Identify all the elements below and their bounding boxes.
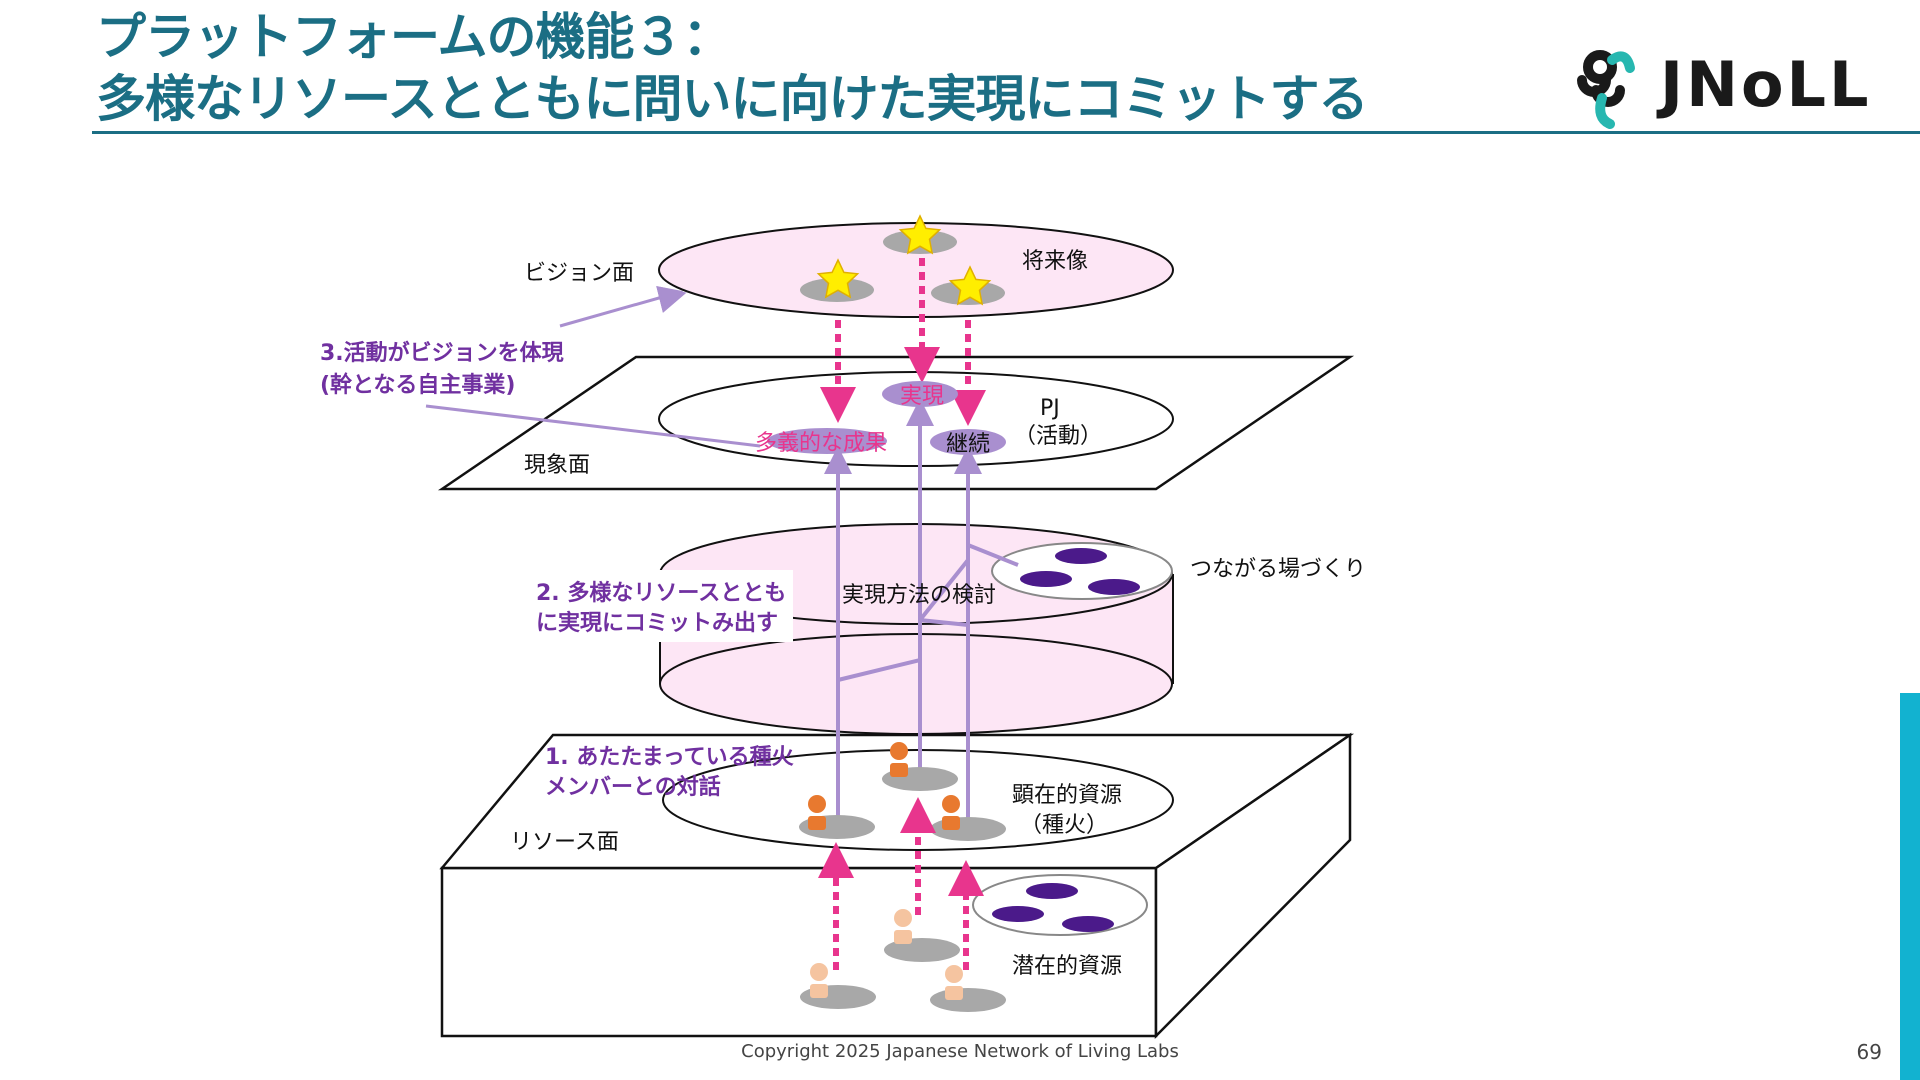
seed-fire-label: （種火） — [1020, 813, 1108, 838]
latent-resource-label: 潜在的資源 — [1012, 954, 1122, 979]
manifest-resource-label: 顕在的資源 — [1012, 783, 1122, 808]
future-image-label: 将来像 — [1022, 249, 1088, 274]
side-accent-bar — [1900, 693, 1920, 1080]
annotation-1-line-1: 1. あたたまっている種火 — [545, 745, 794, 770]
page-number: 69 — [1856, 1040, 1882, 1064]
vision-plane-label: ビジョン面 — [524, 261, 634, 286]
annotation-3-line-2: (幹となる自主事業) — [320, 372, 515, 398]
title-line-2: 多様なリソースとともに問いに向けた実現にコミットする — [96, 70, 1368, 128]
activity-label: （活動） — [1014, 424, 1102, 449]
annotation-3-line-1: 3.活動がビジョンを体現 — [320, 340, 564, 366]
title-underline — [92, 131, 1920, 134]
method-label: 実現方法の検討 — [842, 583, 996, 608]
continue-bubble — [930, 429, 1006, 455]
realize-label: 実現 — [900, 384, 944, 409]
copyright-footer: Copyright 2025 Japanese Network of Livin… — [741, 1041, 1179, 1062]
annotation-1-line-2: メンバーとの対話 — [545, 774, 721, 800]
phenomenon-plane-label: 現象面 — [524, 453, 590, 478]
resource-plane-label: リソース面 — [510, 830, 619, 855]
title-line-1: プラットフォームの機能３： — [96, 8, 732, 66]
diverse-outcome-label: 多義的な成果 — [755, 431, 887, 456]
logo-text: JNoLL — [1660, 48, 1872, 121]
continue-label: 継続 — [946, 432, 990, 457]
network-label: つながる場づくり — [1190, 557, 1366, 582]
pj-label: PJ — [1040, 396, 1060, 421]
realize-bubble — [882, 381, 958, 407]
page-title: プラットフォームの機能３： 多様なリソースとともに問いに向けた実現にコミットする — [96, 6, 1368, 130]
logo-icon — [1577, 50, 1635, 129]
diverse-outcome-bubble — [767, 428, 887, 454]
annotation-2-line-1: 2. 多様なリソースととも — [536, 580, 786, 606]
annotation-2-line-2: に実現にコミットみ出す — [536, 610, 778, 636]
